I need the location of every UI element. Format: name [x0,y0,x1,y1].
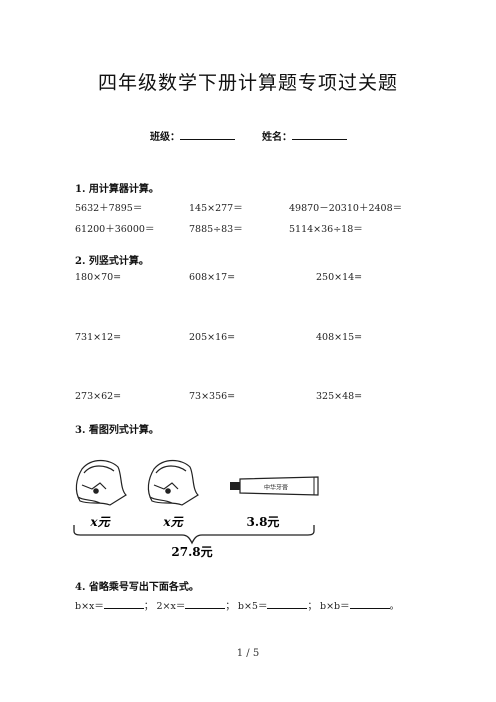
calc-item: 145×277＝ [189,203,243,214]
fill-item: 2×x＝ [156,601,186,612]
separator: ； [143,601,154,612]
calc-item: 61200＋36000＝ [75,224,155,235]
separator: 。 [389,601,400,612]
separator: ； [307,601,317,612]
towel-icon [75,459,127,506]
page-number: 1 / 5 [236,648,260,659]
class-label: 班级： [150,132,180,143]
calc-item: 5114×36÷18＝ [289,224,363,235]
name-blank [292,130,347,140]
fill-item: b×5＝ [237,601,268,612]
section-2-heading: 2. 列竖式计算。 [75,256,149,267]
separator: ； [225,601,235,612]
section-4-heading: 4. 省略乘号写出下面各式。 [75,582,199,593]
total-label: 27.8元 [171,545,212,559]
price-label: 3.8元 [247,515,280,529]
vertical-calc-item: 180×70= [75,272,122,283]
document-title: 四年级数学下册计算题专项过关题 [97,72,398,94]
vertical-calc-item: 250×14= [316,272,363,283]
vertical-calc-item: 205×16= [189,332,236,343]
vertical-calc-item: 608×17= [189,272,236,283]
vertical-calc-item: 273×62= [75,391,122,402]
vertical-calc-item: 408×15= [316,332,363,343]
answer-blank [185,600,226,609]
section-3-heading: 3. 看图列式计算。 [75,425,159,436]
price-label: x元 [89,515,111,529]
answer-blank [349,600,390,609]
calc-item: 5632＋7895＝ [75,203,143,214]
answer-blank [267,600,308,609]
vertical-calc-item: 325×48= [316,391,363,402]
fill-row: b×x＝； 2×x＝； b×5＝； b×b＝。 [75,598,399,612]
class-field: 班级： [150,128,235,143]
price-label: x元 [162,515,184,529]
section-1-heading: 1. 用计算器计算。 [75,184,159,195]
fill-item: b×x＝ [75,601,104,612]
name-label: 姓名： [262,132,292,143]
calc-item: 7885÷83＝ [189,224,243,235]
name-field: 姓名： [262,128,347,143]
class-blank [180,130,235,140]
calc-item: 49870－20310＋2408＝ [289,203,403,214]
towel-icon [147,459,199,506]
vertical-calc-item: 731×12= [75,332,122,343]
answer-blank [103,600,144,609]
toothpaste-icon: 中华牙膏 [230,476,319,496]
vertical-calc-item: 73×356= [189,391,236,402]
toothpaste-label: 中华牙膏 [264,484,288,492]
shopping-figure: 中华牙膏 x元 x元 3.8元 27.8元 [73,459,319,559]
total-brace [73,525,315,545]
fill-item: b×b＝ [320,601,350,612]
